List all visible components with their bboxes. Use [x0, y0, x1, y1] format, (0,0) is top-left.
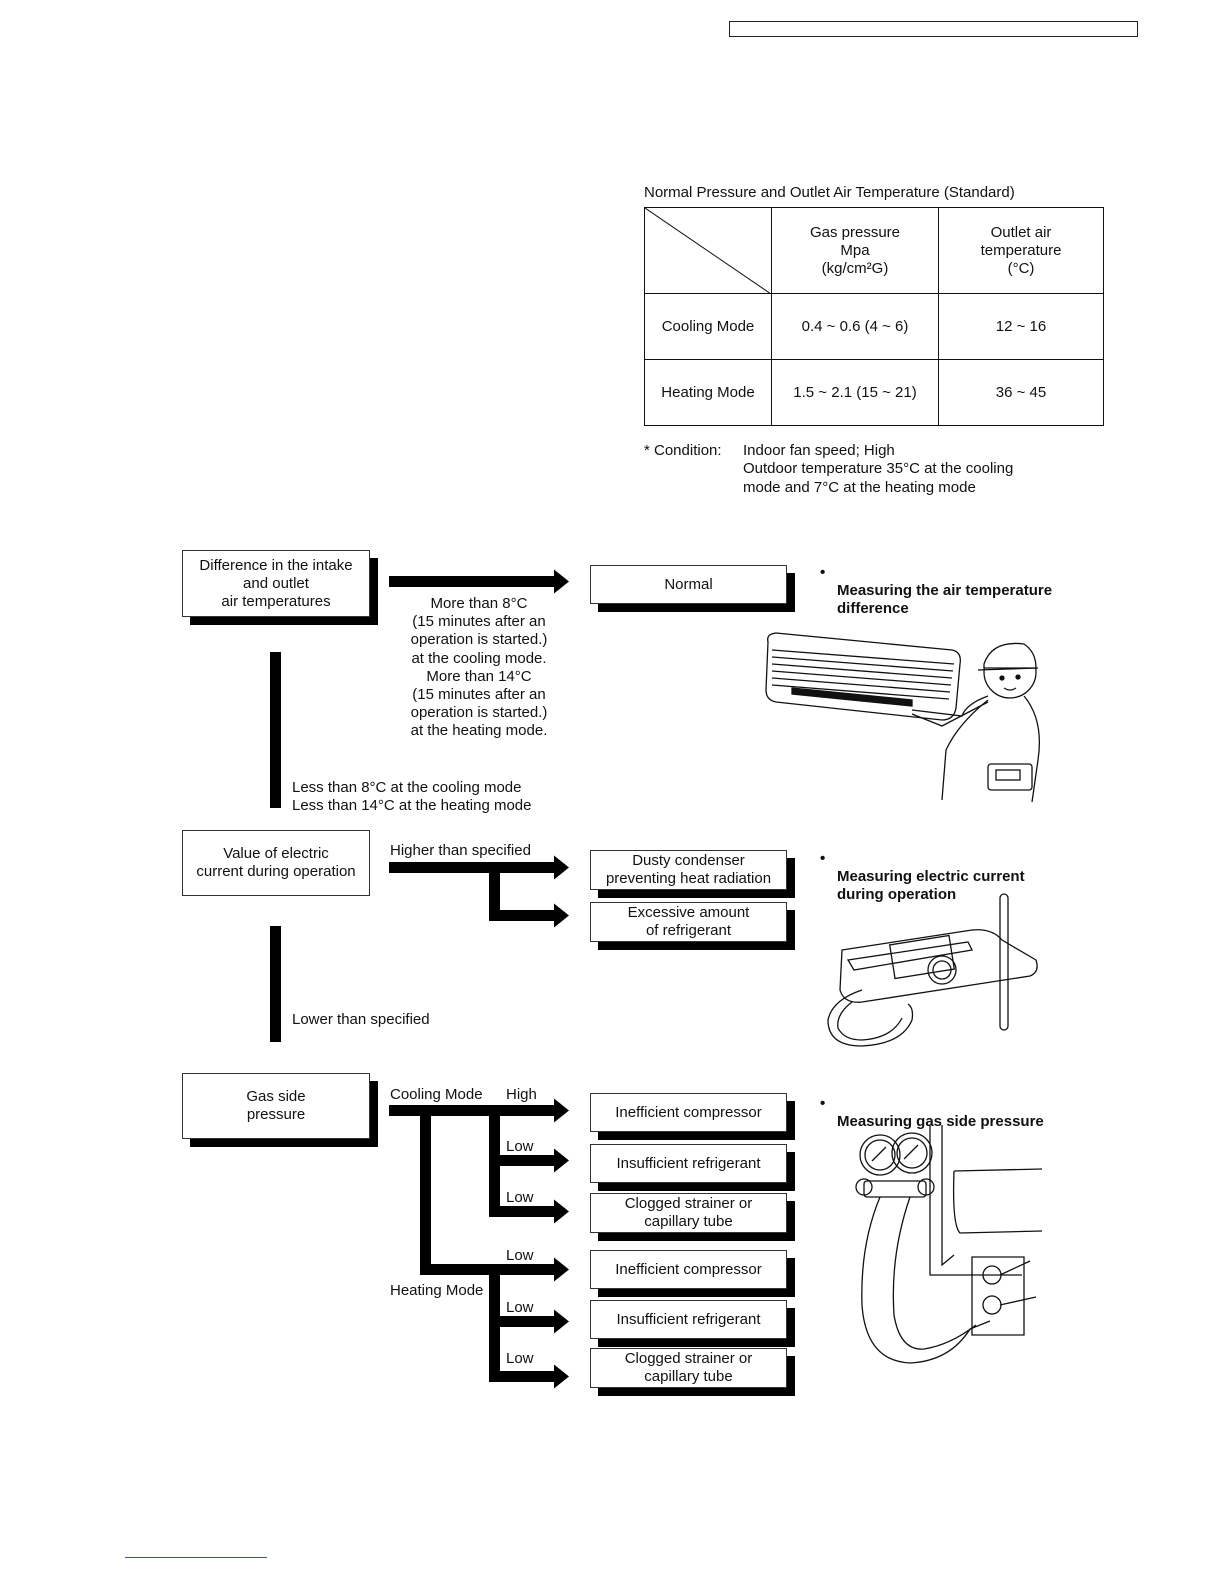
low-label: Low	[506, 1299, 534, 1316]
row-pressure: 0.4 ~ 0.6 (4 ~ 6)	[771, 293, 939, 360]
bullet-text: Measuring gas side pressure	[837, 1113, 1044, 1130]
row-mode: Cooling Mode	[644, 293, 772, 360]
bullet-air-temp: • Measuring the air temperature differenc…	[820, 564, 1097, 618]
low-label: Low	[506, 1138, 534, 1155]
row-mode: Heating Mode	[644, 359, 772, 426]
high-label: High	[506, 1086, 537, 1103]
row-temp: 12 ~ 16	[938, 293, 1104, 360]
heating-mode-label: Heating Mode	[390, 1282, 484, 1299]
low-label: Low	[506, 1189, 534, 1206]
step-gas-side-pressure: Gas side pressure	[182, 1073, 370, 1139]
bullet-dot: •	[820, 1095, 826, 1112]
bullet-gas-pressure: • Measuring gas side pressure	[820, 1095, 1097, 1131]
bullet-dot: •	[820, 850, 826, 867]
condition-label: * Condition:	[644, 442, 722, 459]
standard-table: Gas pressure Mpa (kg/cm²G) Outlet air te…	[644, 207, 1104, 426]
condition-line: Outdoor temperature 35°C at the cooling	[743, 460, 1014, 477]
result-excessive-refrigerant: Excessive amount of refrigerant	[590, 902, 787, 942]
more-than-text: More than 8°C (15 minutes after an opera…	[410, 595, 548, 740]
result-clogged-strainer: Clogged strainer or capillary tube	[590, 1348, 787, 1388]
cooling-mode-label: Cooling Mode	[390, 1086, 483, 1103]
result-normal: Normal	[590, 565, 787, 604]
table-row: Cooling Mode 0.4 ~ 0.6 (4 ~ 6) 12 ~ 16	[644, 293, 1104, 360]
manifold-gauge-illustration	[855, 1125, 1042, 1364]
arrow-gas-cooling	[389, 1098, 569, 1224]
table-caption: Normal Pressure and Outlet Air Temperatu…	[644, 184, 1015, 201]
bullet-dot: •	[820, 564, 826, 581]
table-row: Heating Mode 1.5 ~ 2.1 (15 ~ 21) 36 ~ 45	[644, 359, 1104, 426]
row-pressure: 1.5 ~ 2.1 (15 ~ 21)	[771, 359, 939, 426]
result-dusty-condenser: Dusty condenser preventing heat radiatio…	[590, 850, 787, 890]
header-frame	[729, 21, 1138, 37]
condition-line: Indoor fan speed; High	[743, 442, 895, 459]
flow-down-bar-1	[270, 652, 281, 808]
clamp-meter-illustration	[827, 893, 1038, 1047]
condition-line: mode and 7°C at the heating mode	[743, 479, 976, 496]
result-insufficient-refrigerant: Insufficient refrigerant	[590, 1300, 787, 1339]
result-inefficient-compressor: Inefficient compressor	[590, 1093, 787, 1132]
bullet-electric-current: • Measuring electric current during opera…	[820, 850, 1097, 904]
arrow-higher-current	[389, 855, 569, 928]
bullet-text: Measuring electric current during operat…	[837, 868, 1025, 903]
step-electric-current: Value of electric current during operati…	[182, 830, 370, 896]
technician-measuring-illustration	[765, 632, 1041, 803]
less-than-text: Less than 8°C at the cooling mode Less t…	[292, 779, 532, 815]
lower-than-label: Lower than specified	[292, 1011, 430, 1028]
diagonal-corner-cell	[644, 207, 772, 294]
result-inefficient-compressor: Inefficient compressor	[590, 1250, 787, 1289]
row-temp: 36 ~ 45	[938, 359, 1104, 426]
low-label: Low	[506, 1350, 534, 1367]
header-gas-pressure: Gas pressure Mpa (kg/cm²G)	[771, 207, 939, 294]
diagonal-line	[645, 208, 771, 294]
step-air-temp-difference: Difference in the intake and outlet air …	[182, 550, 370, 617]
arrow-gas-heating	[420, 1105, 569, 1389]
header-outlet-temp: Outlet air temperature (°C)	[938, 207, 1104, 294]
result-insufficient-refrigerant: Insufficient refrigerant	[590, 1144, 787, 1183]
result-clogged-strainer: Clogged strainer or capillary tube	[590, 1193, 787, 1233]
low-label: Low	[506, 1247, 534, 1264]
higher-than-label: Higher than specified	[390, 842, 531, 859]
arrow-to-normal	[389, 569, 569, 594]
flow-down-bar-2	[270, 926, 281, 1042]
footer-rule	[125, 1557, 267, 1558]
bullet-text: Measuring the air temperature difference	[837, 582, 1053, 617]
